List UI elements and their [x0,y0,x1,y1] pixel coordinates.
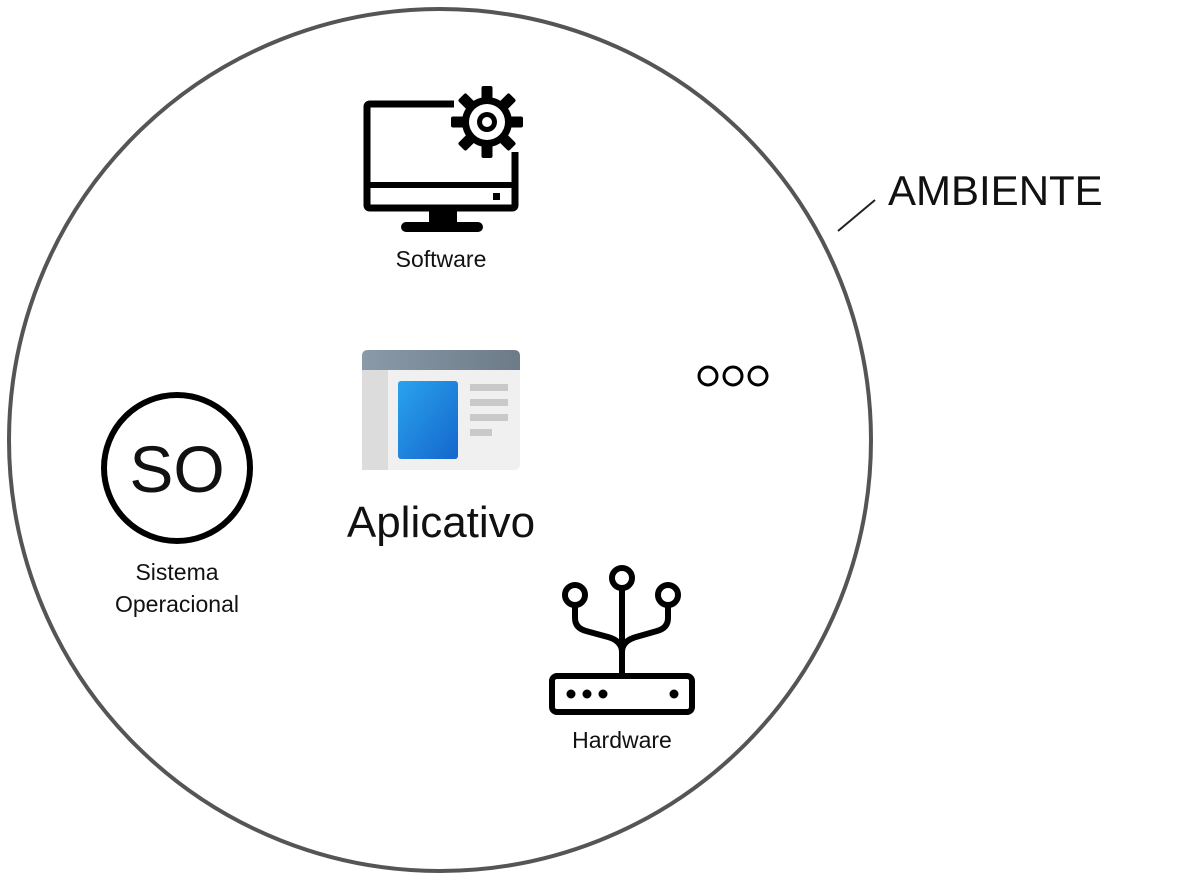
application-label: Aplicativo [347,498,535,547]
software-label: Software [396,246,487,272]
app-window-icon [362,350,520,470]
environment-boundary [7,7,873,873]
so-badge-text: SO [129,432,224,506]
hardware-label: Hardware [572,727,672,753]
environment-label: AMBIENTE [888,167,1103,214]
router-icon [549,565,695,715]
ellipsis-circles-icon [697,365,769,387]
so-circle-icon: SO [101,392,253,544]
environment-leader-line [837,199,876,232]
os-label-line1: Sistema [135,559,218,585]
os-label-line2: Operacional [115,591,239,617]
monitor-gear-icon [363,86,523,232]
